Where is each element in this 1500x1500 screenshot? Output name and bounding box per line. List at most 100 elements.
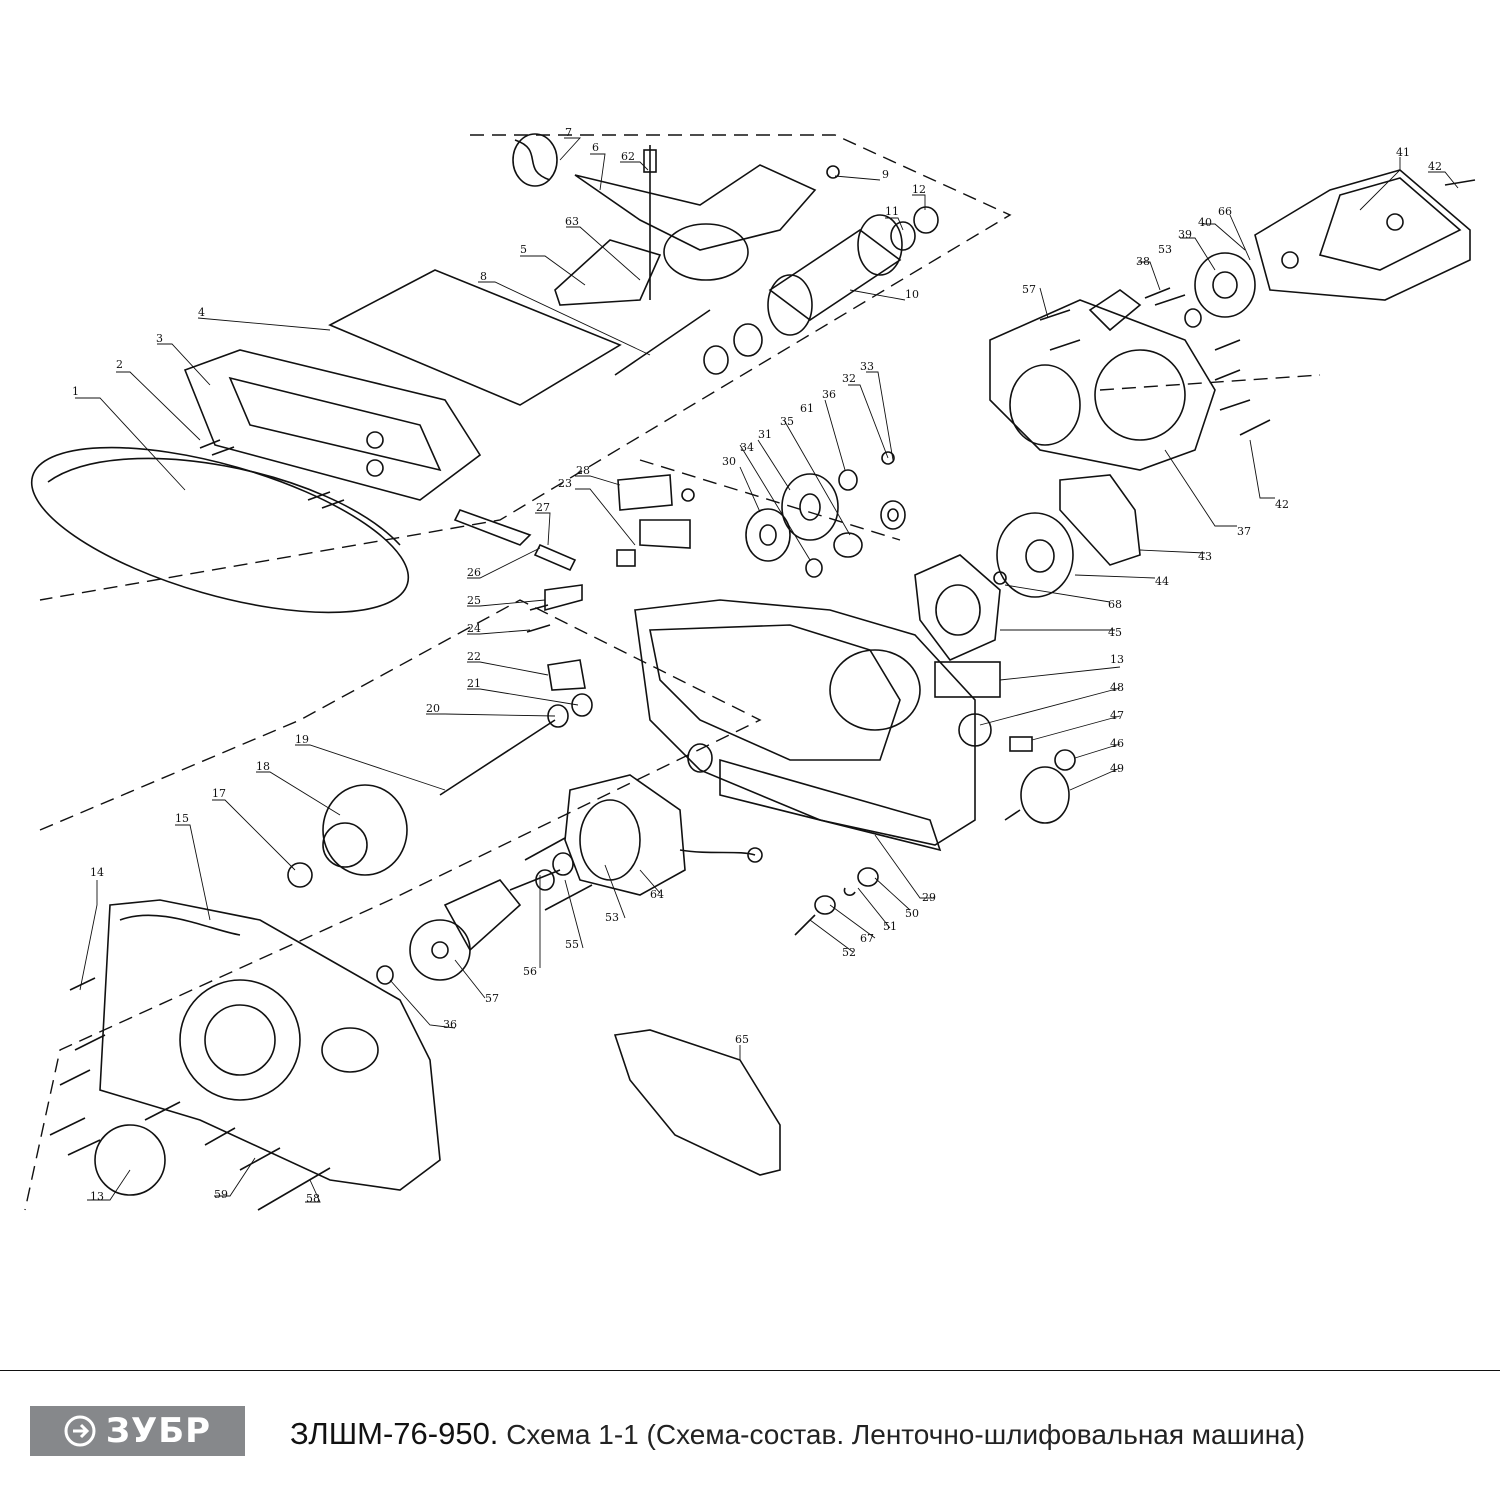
part-label-53-top: 53	[1158, 243, 1172, 256]
part-label-35: 35	[780, 415, 794, 428]
part-gear-train	[745, 451, 906, 578]
part-label-44: 44	[1155, 575, 1169, 588]
part-label-24: 24	[467, 622, 481, 635]
part-label-36-bottom: 36	[443, 1018, 457, 1031]
part-label-40: 40	[1198, 216, 1212, 229]
part-label-53-mid: 53	[605, 911, 619, 924]
part-label-10: 10	[905, 288, 919, 301]
part-label-39: 39	[1178, 228, 1192, 241]
part-label-21: 21	[467, 677, 481, 690]
part-label-6: 6	[592, 141, 599, 154]
part-label-51: 51	[883, 920, 897, 933]
part-front-roller	[614, 165, 939, 376]
part-label-57-mid: 57	[485, 992, 499, 1005]
part-label-42-bottom: 42	[1275, 498, 1289, 511]
part-label-43: 43	[1198, 550, 1212, 563]
part-label-62: 62	[621, 150, 635, 163]
part-label-18: 18	[256, 760, 270, 773]
footer: ЗУБР ЗЛШМ-76-950. Схема 1-1 (Схема-соста…	[0, 1390, 1500, 1480]
part-label-61: 61	[800, 402, 814, 415]
brand-logo: ЗУБР	[30, 1406, 245, 1456]
part-label-22: 22	[467, 650, 481, 663]
part-bearing-housing	[914, 554, 1001, 661]
part-label-14: 14	[90, 866, 104, 879]
part-label-41: 41	[1396, 146, 1410, 159]
exploded-parts-diagram: 1 2 3 4 5 6 7 62 63 8 9 10 11 12 13 14 1…	[24, 126, 1476, 1211]
part-label-26: 26	[467, 566, 481, 579]
part-label-65: 65	[735, 1033, 749, 1046]
part-label-3: 3	[156, 332, 163, 345]
part-stator	[564, 774, 763, 896]
part-label-36-top: 36	[822, 388, 836, 401]
part-label-15: 15	[175, 812, 189, 825]
part-label-2: 2	[116, 358, 123, 371]
part-housing-half	[94, 899, 441, 1196]
screws	[49, 179, 1476, 1211]
part-label-42-top: 42	[1428, 160, 1442, 173]
part-label-9: 9	[882, 168, 889, 181]
part-label-30: 30	[722, 455, 736, 468]
part-rear-roller	[958, 713, 1076, 824]
model-number: ЗЛШМ-76-950.	[290, 1416, 499, 1451]
part-label-20: 20	[426, 702, 440, 715]
part-label-38: 38	[1136, 255, 1150, 268]
part-base-plate	[183, 349, 482, 501]
part-fan-wheel	[993, 512, 1074, 598]
part-label-12: 12	[912, 183, 926, 196]
part-cover	[613, 1029, 781, 1176]
part-label-8: 8	[480, 270, 487, 283]
part-label-55: 55	[565, 938, 579, 951]
part-label-68: 68	[1108, 598, 1122, 611]
part-platen	[328, 269, 622, 406]
part-drive-belt	[1254, 169, 1471, 301]
part-number-labels: 1 2 3 4 5 6 7 62 63 8 9 10 11 12 13 14 1…	[72, 126, 1442, 1205]
part-washers	[814, 867, 879, 915]
part-label-7: 7	[565, 126, 572, 139]
part-label-34: 34	[740, 441, 754, 454]
part-label-64: 64	[650, 888, 664, 901]
part-label-33: 33	[860, 360, 874, 373]
part-label-46: 46	[1110, 737, 1124, 750]
part-belt-cover-plate	[1059, 474, 1141, 566]
diagram-caption: ЗЛШМ-76-950. Схема 1-1 (Схема-состав. Ле…	[290, 1416, 1305, 1452]
part-gear-cover	[989, 289, 1216, 471]
part-label-63: 63	[565, 215, 579, 228]
part-label-37: 37	[1237, 525, 1251, 538]
leader-lines	[75, 137, 1459, 1203]
part-label-59: 59	[214, 1188, 228, 1201]
caption-text: Схема 1-1 (Схема-состав. Ленточно-шлифов…	[506, 1419, 1306, 1450]
part-label-47: 47	[1110, 709, 1124, 722]
part-label-23: 23	[558, 477, 572, 490]
part-label-1: 1	[72, 385, 79, 398]
part-label-48: 48	[1110, 681, 1124, 694]
part-label-13-top: 13	[1110, 653, 1124, 666]
part-drive-pulley	[1184, 252, 1256, 328]
part-label-32: 32	[842, 372, 856, 385]
part-motor-shaft	[287, 693, 593, 888]
part-label-58: 58	[306, 1192, 320, 1205]
part-switch	[453, 474, 695, 691]
part-tension-lever	[512, 133, 817, 306]
part-label-25: 25	[467, 594, 481, 607]
part-label-50: 50	[905, 907, 919, 920]
part-label-57-top: 57	[1022, 283, 1036, 296]
part-sanding-belt	[30, 446, 410, 614]
part-label-49: 49	[1110, 762, 1124, 775]
part-label-19: 19	[295, 733, 309, 746]
part-label-17: 17	[212, 787, 226, 800]
part-label-45: 45	[1108, 626, 1122, 639]
part-label-66: 66	[1218, 205, 1232, 218]
part-label-5: 5	[520, 243, 527, 256]
brand-arrow-icon	[64, 1415, 96, 1447]
part-label-plate	[934, 661, 1001, 698]
part-label-4: 4	[198, 306, 205, 319]
part-label-31: 31	[758, 428, 772, 441]
part-armature	[376, 852, 574, 985]
part-label-11: 11	[885, 205, 899, 218]
assembly-guides	[24, 134, 1321, 1211]
part-label-27: 27	[536, 501, 550, 514]
part-label-67: 67	[860, 932, 874, 945]
brand-logo-text: ЗУБР	[105, 1411, 212, 1451]
part-label-52: 52	[842, 946, 856, 959]
part-label-56: 56	[523, 965, 537, 978]
